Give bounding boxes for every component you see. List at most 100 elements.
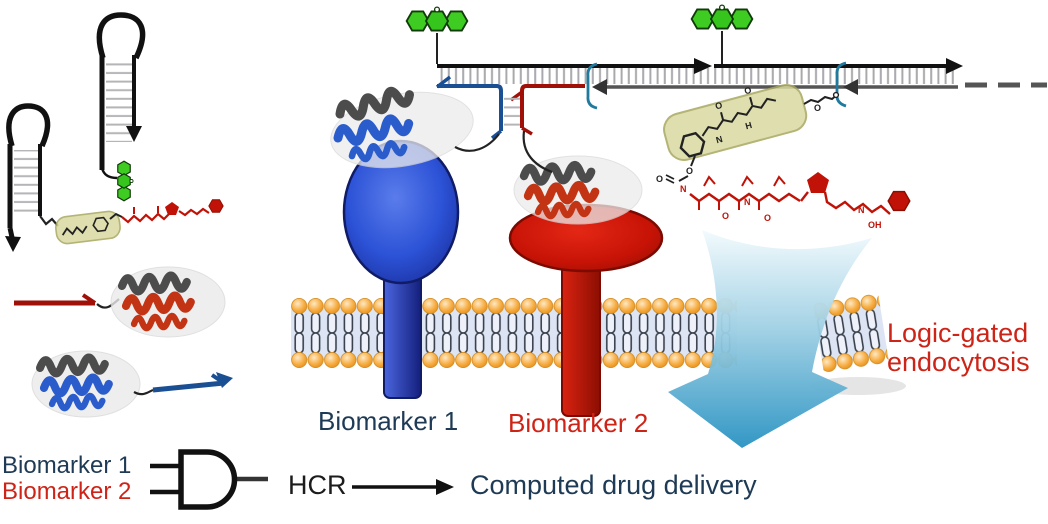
hairpin-h1-rungs [14, 150, 38, 216]
lipid-bilayer-membrane [291, 293, 906, 395]
strand1-arrowhead [694, 58, 712, 74]
hairpin-h1-loop [6, 103, 51, 148]
blue-affibody-conjugate [31, 350, 233, 418]
endocytosis-arrow [668, 230, 872, 448]
receptor-biomarker2 [508, 203, 664, 417]
helix-gray [524, 165, 591, 181]
blue-conjugate-tether [133, 388, 154, 396]
helix-red [134, 316, 184, 328]
carbonyl-bonds [720, 96, 754, 121]
red-initiator-strand [520, 84, 585, 128]
affibody-on-red-receptor [513, 130, 643, 225]
hcr-arrowhead [436, 479, 454, 495]
hairpin-h2-loop [96, 12, 146, 60]
mmae-isopropyl-branches [703, 175, 786, 187]
carbamate-bonds [678, 155, 696, 182]
gate-input2-label: Biomarker 2 [2, 478, 132, 505]
hairpin-h2-arrowhead [126, 126, 142, 142]
blue-strand-barb [435, 75, 452, 89]
atom-label-n: N [715, 134, 724, 145]
hcr-duplex-product [407, 5, 1047, 140]
atom-label-o: O [686, 166, 693, 176]
atom-label-o: O [722, 211, 729, 221]
hcr-label: HCR [288, 470, 347, 500]
teal-bracket-left [586, 62, 598, 110]
teal-bracket-right [835, 61, 847, 108]
red-receptor-stem [561, 247, 601, 417]
linker-peptide-chain [701, 97, 777, 137]
helix-blue [52, 396, 102, 408]
helix-blue [44, 378, 109, 394]
red-affibody-conjugate [14, 266, 226, 338]
mmae-backbone2 [800, 191, 891, 215]
drug-phenyl-ring [208, 199, 224, 213]
hairpin-h1-arrowhead [5, 236, 21, 252]
tether-to-red-strand [522, 130, 553, 174]
atom-label-o: O [743, 85, 752, 96]
drug-linker-left [54, 199, 224, 245]
linker-to-drug-bond [109, 212, 123, 220]
fluorophore-icon [118, 161, 133, 201]
gray-strand-arrowhead2 [843, 79, 858, 95]
drug-branches [133, 206, 159, 214]
carbonyl-double-bond [665, 174, 675, 184]
atom-label-o: O [714, 100, 723, 111]
drug-chain-red2 [178, 207, 210, 217]
fluorophore-icon [407, 7, 468, 30]
blue-conjugate-arrowhead [216, 372, 233, 388]
atom-label-n: N [744, 197, 751, 207]
mmae-pyrrolidine-ring [807, 172, 829, 193]
fluorophore-icon [692, 5, 753, 28]
and-gate-symbol [178, 449, 238, 510]
blue-initiator-strand [437, 84, 503, 131]
drug-chain-red [121, 212, 171, 224]
blue-conjugate-strand [152, 380, 225, 393]
mmae-methyl-branches [698, 201, 760, 210]
strand2-arrowhead [946, 58, 963, 74]
red-conjugate-barb [81, 293, 97, 305]
helix-red [126, 296, 191, 312]
atom-label-o: O [814, 103, 821, 113]
gray-strand-arrowhead1 [592, 79, 607, 95]
drug-pyrrolidine-ring [165, 202, 179, 215]
peg-terminal-o [832, 91, 840, 99]
logic-gated-line2: endocytosis [887, 347, 1030, 377]
receptor-biomarker1 [342, 139, 460, 399]
hairpin-h1 [5, 103, 59, 252]
hairpin-h2-fluor-link [100, 167, 118, 180]
atom-label-oh: OH [868, 220, 882, 230]
atom-label-o: O [656, 174, 663, 184]
linker-highlight-box [54, 210, 121, 245]
atom-label-o: O [764, 213, 771, 223]
peg-chain [803, 93, 839, 105]
atom-label-n: N [858, 205, 865, 215]
linker-peptide-zigzag [61, 225, 88, 236]
membrane-segment-left [291, 298, 737, 368]
base-pair-ticks [438, 68, 958, 84]
affibody-on-blue-receptor [330, 82, 500, 169]
biomarker1-label: Biomarker 1 [318, 406, 459, 436]
membrane-segment-right-tilted [812, 293, 890, 373]
atom-label-h: H [744, 120, 753, 131]
and-gate-diagram [150, 449, 454, 510]
logic-gated-line1: Logic-gated [887, 318, 1029, 348]
drug-linker-structure: O O N H O O O N O O N N OH [656, 84, 911, 230]
red-strand-foot [521, 126, 533, 136]
mmae-phenyl-ring [887, 190, 911, 212]
linker-highlight-box [663, 84, 808, 161]
mmae-backbone [689, 192, 801, 203]
tether-to-blue-strand [454, 133, 500, 152]
helix-gray [122, 276, 187, 292]
helix-gray [40, 358, 105, 374]
hairpin-h2 [96, 12, 146, 201]
computed-drug-delivery-label: Computed drug delivery [470, 470, 757, 500]
biomarker2-label: Biomarker 2 [508, 408, 649, 438]
helix-red [528, 185, 595, 201]
vertical-duplex-rungs [504, 93, 520, 129]
atom-label-n: N [680, 184, 687, 194]
gate-input1-label: Biomarker 1 [2, 452, 132, 479]
helix-red [538, 204, 588, 216]
hairpin-h1-linker [39, 215, 59, 227]
